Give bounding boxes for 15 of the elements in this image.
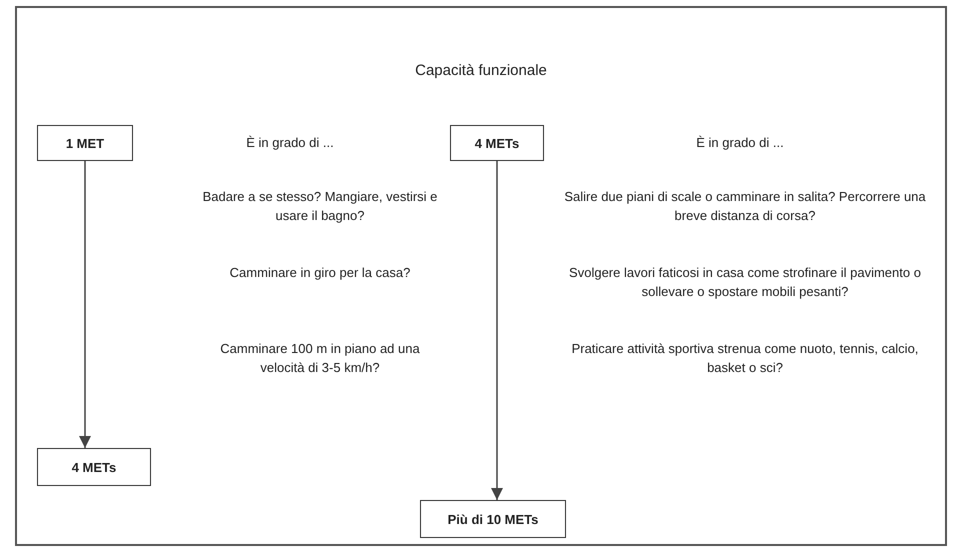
met-box: 4 METs [450,125,544,161]
arrow [79,161,91,448]
met-box: 1 MET [37,125,133,161]
question-text: Badare a se stesso? Mangiare, vestirsi e usare il bagno? [202,188,438,225]
met-box: 4 METs [37,448,151,486]
question-text: Praticare attività sportiva strenua come nuoto, tennis, calcio, basket o sci? [570,340,920,377]
diagram-title: Capacità funzionale [414,62,548,79]
question-text: Camminare 100 m in piano ad una velocità di 3-5 km/h? [219,340,421,377]
heading-text: È in grado di ... [695,134,785,152]
arrow [491,161,503,500]
question-text: Salire due piani di scale o camminare in salita? Percorrere una breve distanza di corsa? [563,188,927,225]
question-text: Svolgere lavori faticosi in casa come strofinare il pavimento o sollevare o spostare mobili pesanti? [568,264,922,301]
met-box: Più di 10 METs [420,500,566,538]
question-text: Camminare in giro per la casa? [228,264,412,282]
heading-text: È in grado di ... [245,134,335,152]
